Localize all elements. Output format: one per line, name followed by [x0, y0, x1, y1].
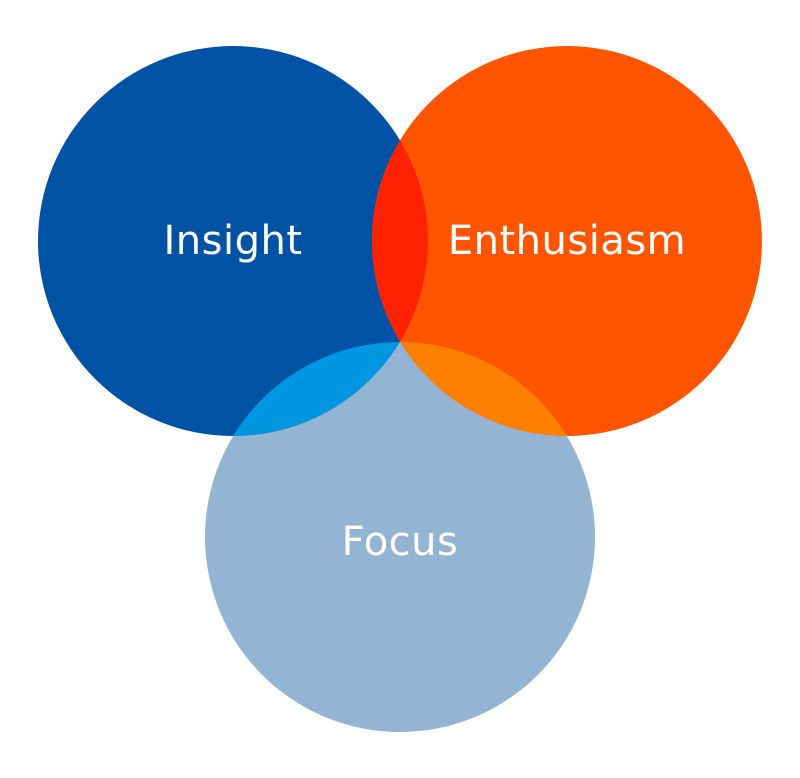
insight-circle [38, 46, 428, 436]
enthusiasm-label: Enthusiasm [448, 218, 686, 264]
focus-label: Focus [342, 519, 459, 565]
enthusiasm-circle [372, 46, 762, 436]
insight-label: Insight [163, 218, 302, 264]
focus-circle [205, 342, 595, 732]
